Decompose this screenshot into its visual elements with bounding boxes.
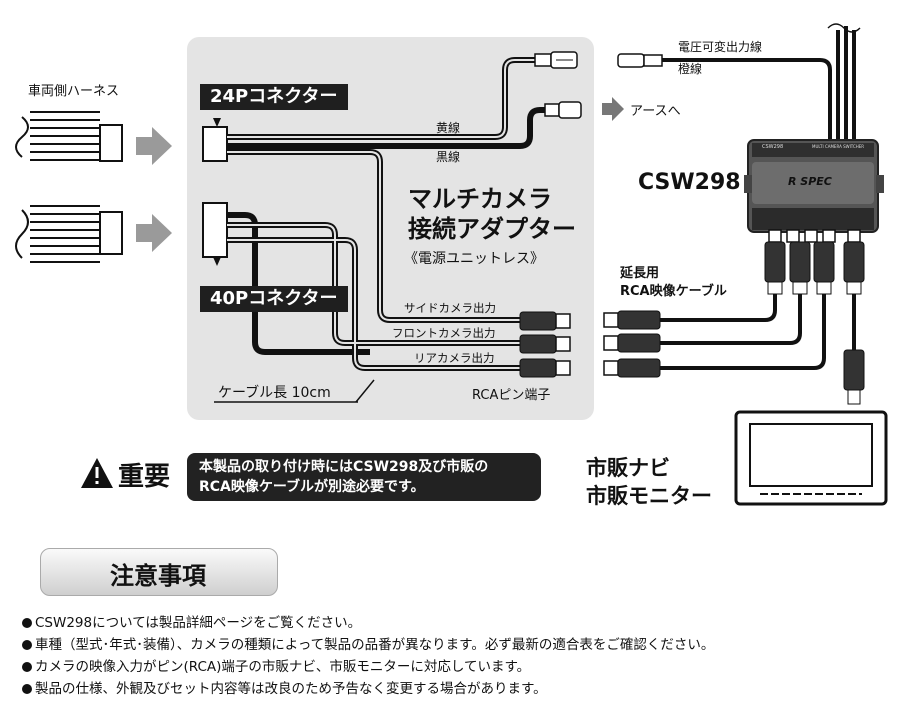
rca-pin-side xyxy=(519,311,571,331)
arrow-right-icon xyxy=(602,97,624,121)
important-text-line1: 本製品の取り付け時にはCSW298及び市販の xyxy=(199,459,489,475)
caution-text: 車種（型式･年式･装備）、カメラの種類によって製品の品番が異なります。必ず最新の… xyxy=(35,637,715,653)
bullet-icon xyxy=(22,640,32,650)
caution-list: CSW298については製品詳細ページをご覧ください。 車種（型式･年式･装備）、… xyxy=(22,612,892,700)
monitor-rca-plug xyxy=(843,349,865,405)
bullet-icon xyxy=(22,684,32,694)
connector-40p-label: 40Pコネクター xyxy=(200,286,348,312)
yellow-wire-terminal xyxy=(534,51,578,69)
vehicle-harness-top xyxy=(15,111,100,161)
harness-label: 車両側ハーネス xyxy=(28,84,120,99)
extension-plug-left xyxy=(603,310,661,378)
csw298-switcher xyxy=(744,139,884,233)
bullet-icon xyxy=(22,662,32,672)
harness-plug-top xyxy=(99,124,123,162)
arrow-right-icon xyxy=(136,127,172,165)
caution-header xyxy=(40,548,278,596)
switcher-brand: R SPEC xyxy=(788,175,832,188)
harness-plug-bottom xyxy=(99,211,123,255)
arrow-right-icon xyxy=(136,214,172,252)
caution-title: 注意事項 xyxy=(110,562,206,590)
vehicle-harness-bottom xyxy=(15,205,100,263)
csw298-model-label: CSW298 xyxy=(638,170,741,195)
important-text-line2: RCA映像ケーブルが別途必要です。 xyxy=(199,479,425,495)
navi-label-line1: 市販ナビ xyxy=(586,456,670,480)
bullet-icon xyxy=(22,618,32,628)
warning-icon xyxy=(81,458,113,488)
list-item: CSW298については製品詳細ページをご覧ください。 xyxy=(22,612,892,634)
rca-pin-front xyxy=(519,334,571,354)
connector-24p-body xyxy=(202,126,228,162)
extension-rca-plugs xyxy=(764,241,865,295)
connector-24p-label: 24Pコネクター xyxy=(200,84,348,110)
extension-label-line1: 延長用 xyxy=(620,266,660,281)
switcher-header: MULTI CAMERA SWITCHER xyxy=(812,144,865,149)
extension-label-line2: RCA映像ケーブル xyxy=(620,284,727,299)
rca-pin-rear xyxy=(519,358,571,378)
list-item: 製品の仕様、外観及びセット内容等は改良のため予告なく変更する場合があります。 xyxy=(22,678,892,700)
important-label: 重要 xyxy=(118,462,171,492)
output-rear-label: リアカメラ出力 xyxy=(414,351,495,365)
product-subtitle: 《電源ユニットレス》 xyxy=(404,251,544,267)
rca-terminal-label: RCAピン端子 xyxy=(472,388,551,403)
list-item: 車種（型式･年式･装備）、カメラの種類によって製品の品番が異なります。必ず最新の… xyxy=(22,634,892,656)
voltage-wire-label-line1: 電圧可変出力線 xyxy=(678,40,763,54)
yellow-wire-label: 黄線 xyxy=(436,121,461,135)
product-title-line1: マルチカメラ xyxy=(408,185,552,213)
black-wire-label: 黒線 xyxy=(436,150,461,164)
list-item: カメラの映像入力がピン(RCA)端子の市販ナビ、市販モニターに対応しています。 xyxy=(22,656,892,678)
monitor-icon xyxy=(734,410,888,506)
navi-label-line2: 市販モニター xyxy=(586,484,712,508)
cable-length-label: ケーブル長 10cm xyxy=(218,385,331,401)
output-front-label: フロントカメラ出力 xyxy=(392,326,496,340)
caution-text: CSW298については製品詳細ページをご覧ください。 xyxy=(35,615,362,631)
product-title-line2: 接続アダプター xyxy=(408,215,576,243)
caution-text: 製品の仕様、外観及びセット内容等は改良のため予告なく変更する場合があります。 xyxy=(35,681,547,697)
caution-text: カメラの映像入力がピン(RCA)端子の市販ナビ、市販モニターに対応しています。 xyxy=(35,659,531,675)
black-wire-terminal xyxy=(544,101,582,119)
important-notice: 本製品の取り付け時にはCSW298及び市販の RCA映像ケーブルが別途必要です。 xyxy=(187,453,541,501)
switcher-top-label: CSW298 xyxy=(762,144,784,150)
connector-40p-body xyxy=(202,202,228,258)
earth-label: アースへ xyxy=(630,104,681,119)
output-side-label: サイドカメラ出力 xyxy=(404,301,496,315)
voltage-wire-terminal xyxy=(617,53,663,68)
voltage-wire-label-line2: 橙線 xyxy=(678,62,703,76)
switcher-input-jacks xyxy=(768,229,861,243)
